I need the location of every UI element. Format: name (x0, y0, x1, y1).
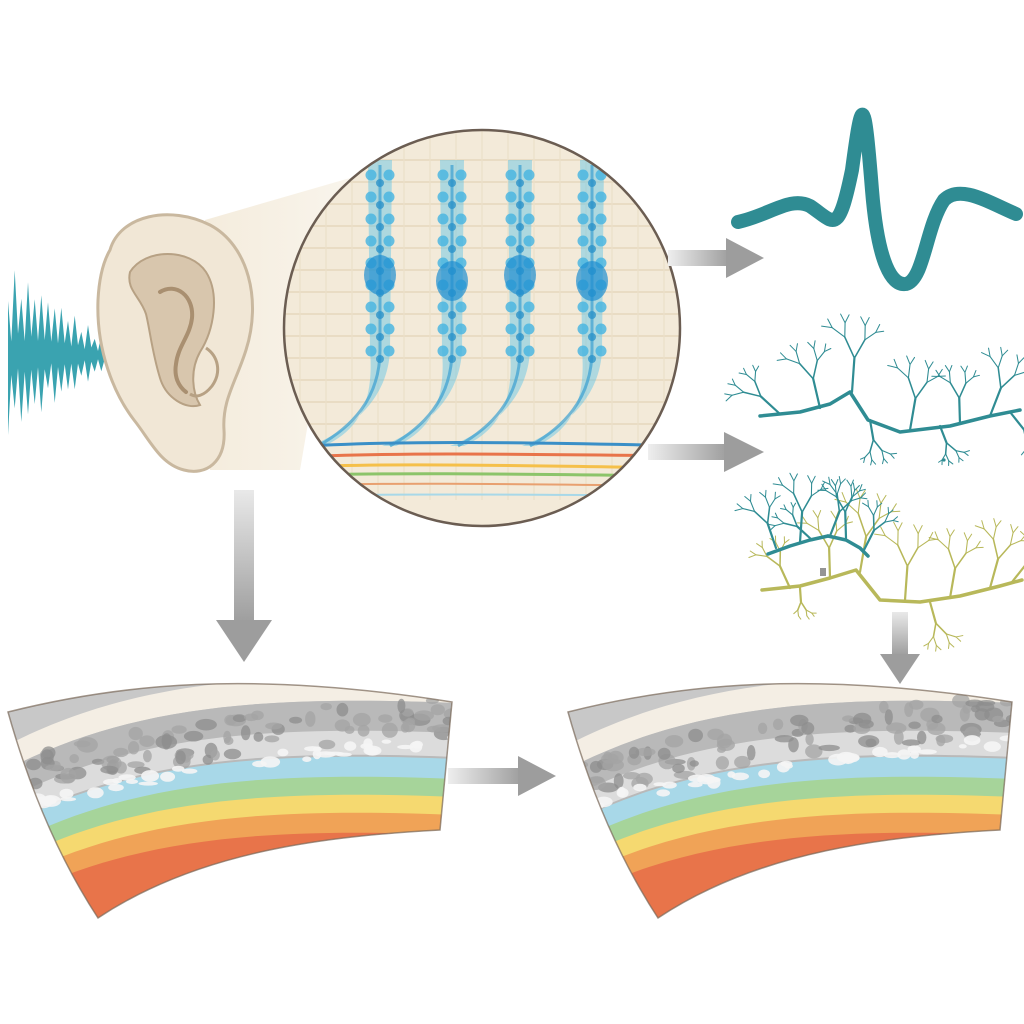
hair-cell-columns (310, 160, 608, 448)
ear-icon (96, 213, 254, 473)
hair-cell-column (382, 160, 468, 448)
arrow-ear-down (216, 490, 272, 662)
action-potential-waveform-icon (731, 107, 1023, 292)
sound-wave-icon (8, 270, 128, 435)
arrow-neurons-down (880, 612, 920, 684)
neuron-fiber-icon (724, 313, 1024, 467)
hair-cell-column (310, 160, 396, 448)
hair-cell-column (522, 160, 608, 448)
hair-cell-column (450, 160, 536, 448)
branched-neurons-icon (734, 472, 1024, 652)
arrow-to-signal (668, 238, 764, 278)
arrow-between-tissues (448, 756, 556, 796)
arrow-to-neuron (648, 432, 764, 472)
tissue-layers-after (567, 682, 1013, 920)
cochlea-magnified-circle (282, 128, 682, 528)
tissue-layers-before (7, 682, 453, 920)
